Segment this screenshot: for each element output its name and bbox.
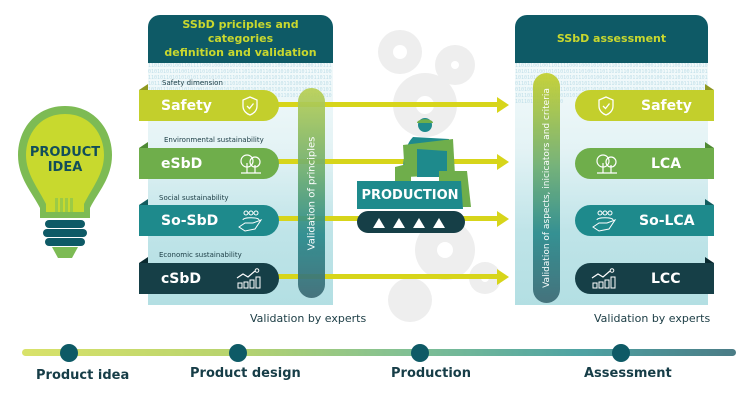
arrow-head-icon xyxy=(497,210,509,227)
arrow-head-icon xyxy=(497,153,509,170)
timeline-stage-label: Product idea xyxy=(36,368,130,383)
bulb-label: PRODUCT IDEA xyxy=(14,145,116,175)
assessment-pill-lca[interactable]: LCA xyxy=(575,148,714,179)
lightbulb-icon xyxy=(18,106,112,258)
flow-arrow-esbd xyxy=(260,159,498,164)
category-dimension-label: Safety dimension xyxy=(162,79,223,87)
assessment-header: SSbD assessment xyxy=(515,15,708,63)
flow-arrow-csbd xyxy=(260,274,498,279)
timeline-dot-product-design[interactable] xyxy=(229,344,247,362)
timeline-dot-assessment[interactable] xyxy=(612,344,630,362)
assessment-pill-lcc[interactable]: LCC xyxy=(575,263,714,294)
timeline-dot-production[interactable] xyxy=(411,344,429,362)
arrow-head-icon xyxy=(497,96,509,113)
category-pill-sosbd[interactable]: So-SbD xyxy=(139,205,279,236)
bulb-label-line1: PRODUCT xyxy=(29,145,101,160)
bulb-label-line2: IDEA xyxy=(47,160,83,175)
principles-header: SSbD priciples and categories definition… xyxy=(148,15,333,63)
shield-check-icon xyxy=(598,96,614,116)
timeline-stage-label: Production xyxy=(391,366,471,381)
growth-chart-icon xyxy=(236,268,261,289)
assessment-pill-label: LCC xyxy=(651,270,681,287)
timeline-stage-label: Assessment xyxy=(584,366,672,381)
validation-of-principles-bar: Validation of principles xyxy=(298,88,325,298)
right-validation-footer: Validation by experts xyxy=(594,312,711,325)
category-pill-label: eSbD xyxy=(161,155,203,172)
validation-of-principles-label: Validation of principles xyxy=(306,136,317,250)
gear-icon xyxy=(388,278,432,322)
assessment-pill-so-lca[interactable]: So-LCA xyxy=(575,205,714,236)
principles-header-line2: definition and validation xyxy=(164,46,317,59)
category-pill-label: So-SbD xyxy=(161,212,219,229)
assessment-pill-label: So-LCA xyxy=(639,212,695,229)
left-validation-footer: Validation by experts xyxy=(250,312,367,325)
growth-chart-icon xyxy=(591,268,616,289)
category-pill-label: cSbD xyxy=(161,270,202,287)
assessment-pill-safety[interactable]: Safety xyxy=(575,90,714,121)
arrow-head-icon xyxy=(497,268,509,285)
flow-arrow-safety xyxy=(260,102,498,107)
production-machine-icon xyxy=(357,118,471,233)
category-pill-label: Safety xyxy=(161,97,212,114)
trees-icon xyxy=(596,154,617,174)
category-pill-safety[interactable]: Safety xyxy=(139,90,279,121)
validation-of-aspects-label: Validation of aspects, inicicators and c… xyxy=(541,88,552,288)
assessment-header-label: SSbD assessment xyxy=(556,32,667,45)
production-label: PRODUCTION xyxy=(361,188,459,203)
timeline-stage-label: Product design xyxy=(190,366,301,381)
hand-people-icon xyxy=(238,210,263,232)
category-dimension-label: Economic sustainability xyxy=(159,251,242,259)
category-dimension-label: Environmental sustainability xyxy=(164,136,264,144)
timeline-bar xyxy=(22,349,736,356)
shield-check-icon xyxy=(242,96,258,116)
hand-people-icon xyxy=(592,210,617,232)
category-pill-esbd[interactable]: eSbD xyxy=(139,148,279,179)
category-pill-csbd[interactable]: cSbD xyxy=(139,263,279,294)
validation-of-aspects-bar: Validation of aspects, inicicators and c… xyxy=(533,73,560,303)
timeline-dot-product-idea[interactable] xyxy=(60,344,78,362)
trees-icon xyxy=(240,154,261,174)
principles-header-line1: SSbD priciples and categories xyxy=(182,18,299,45)
assessment-pill-label: LCA xyxy=(651,155,682,172)
assessment-pill-label: Safety xyxy=(641,97,692,114)
category-dimension-label: Social sustainability xyxy=(159,194,229,202)
